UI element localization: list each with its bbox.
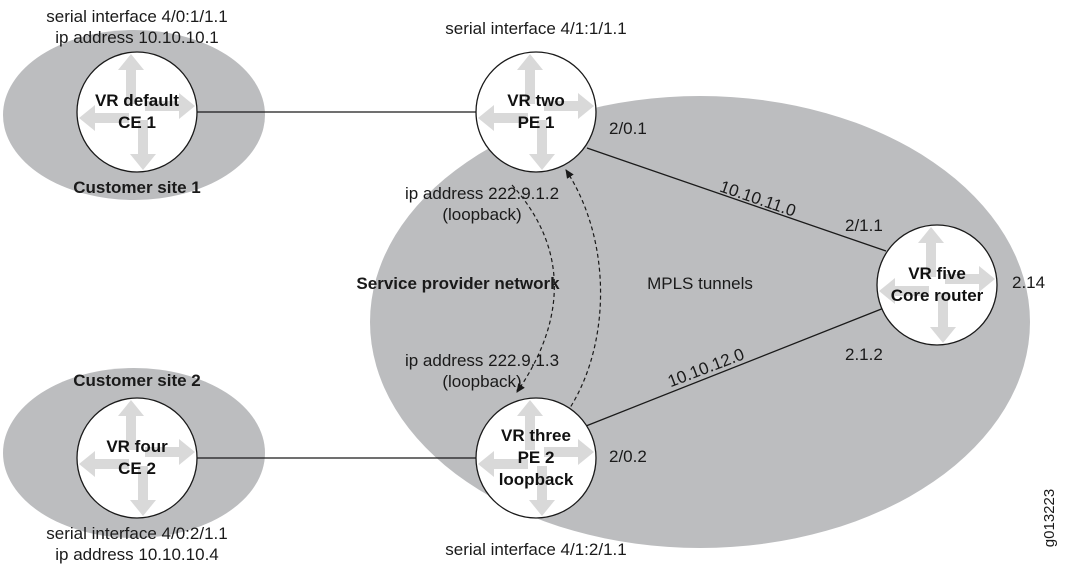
router-core-line1: VR five — [908, 264, 966, 283]
router-ce1: VR default CE 1 — [76, 51, 198, 173]
service-provider-label: Service provider network — [356, 274, 560, 293]
router-ce2-line1: VR four — [106, 437, 168, 456]
router-ce2-line2: CE 2 — [118, 459, 156, 478]
mpls-tunnel-down — [511, 184, 555, 393]
router-ce1-line1: VR default — [95, 91, 179, 110]
router-ce2: VR four CE 2 — [76, 397, 198, 519]
router-pe1-line2: PE 1 — [518, 113, 555, 132]
router-pe2: VR three PE 2 loopback — [475, 397, 597, 519]
mpls-tunnels-label: MPLS tunnels — [647, 274, 753, 293]
ce1-serial-label: serial interface 4/0:1/1.1 — [46, 7, 227, 26]
link-pe1-core — [586, 147, 887, 252]
router-pe1: VR two PE 1 — [475, 51, 597, 173]
ce1-ip-label: ip address 10.10.10.1 — [55, 28, 219, 47]
figure-id-label: g013223 — [1041, 489, 1058, 547]
pe1-loopback-label: (loopback) — [442, 205, 521, 224]
mpls-tunnel-up — [562, 169, 602, 419]
pe2-interface-label: 2/0.2 — [609, 447, 647, 466]
router-ce1-line2: CE 1 — [118, 113, 156, 132]
customer-site-1-label: Customer site 1 — [73, 178, 201, 197]
router-core: VR five Core router — [876, 224, 998, 346]
pe1-ip-label: ip address 222.9.1.2 — [405, 184, 559, 203]
link-pe2-core — [585, 305, 890, 427]
core-interface-lower-label: 2.1.2 — [845, 345, 883, 364]
customer-site-2-label: Customer site 2 — [73, 371, 201, 390]
pe2-loopback-label: (loopback) — [442, 372, 521, 391]
pe1-interface-label: 2/0.1 — [609, 119, 647, 138]
pe2-serial-label: serial interface 4/1:2/1.1 — [445, 540, 626, 559]
router-pe1-line1: VR two — [507, 91, 565, 110]
pe1-serial-label: serial interface 4/1:1/1.1 — [445, 19, 626, 38]
router-pe2-line1: VR three — [501, 426, 571, 445]
ce2-serial-label: serial interface 4/0:2/1.1 — [46, 524, 227, 543]
core-interface-upper-label: 2/1.1 — [845, 216, 883, 235]
pe2-ip-label: ip address 222.9.1.3 — [405, 351, 559, 370]
router-pe2-line2: PE 2 — [518, 448, 555, 467]
ce2-ip-label: ip address 10.10.10.4 — [55, 545, 219, 564]
core-interface-right-label: 2.14 — [1012, 273, 1045, 292]
router-core-line2: Core router — [891, 286, 984, 305]
router-pe2-line3: loopback — [499, 470, 574, 489]
